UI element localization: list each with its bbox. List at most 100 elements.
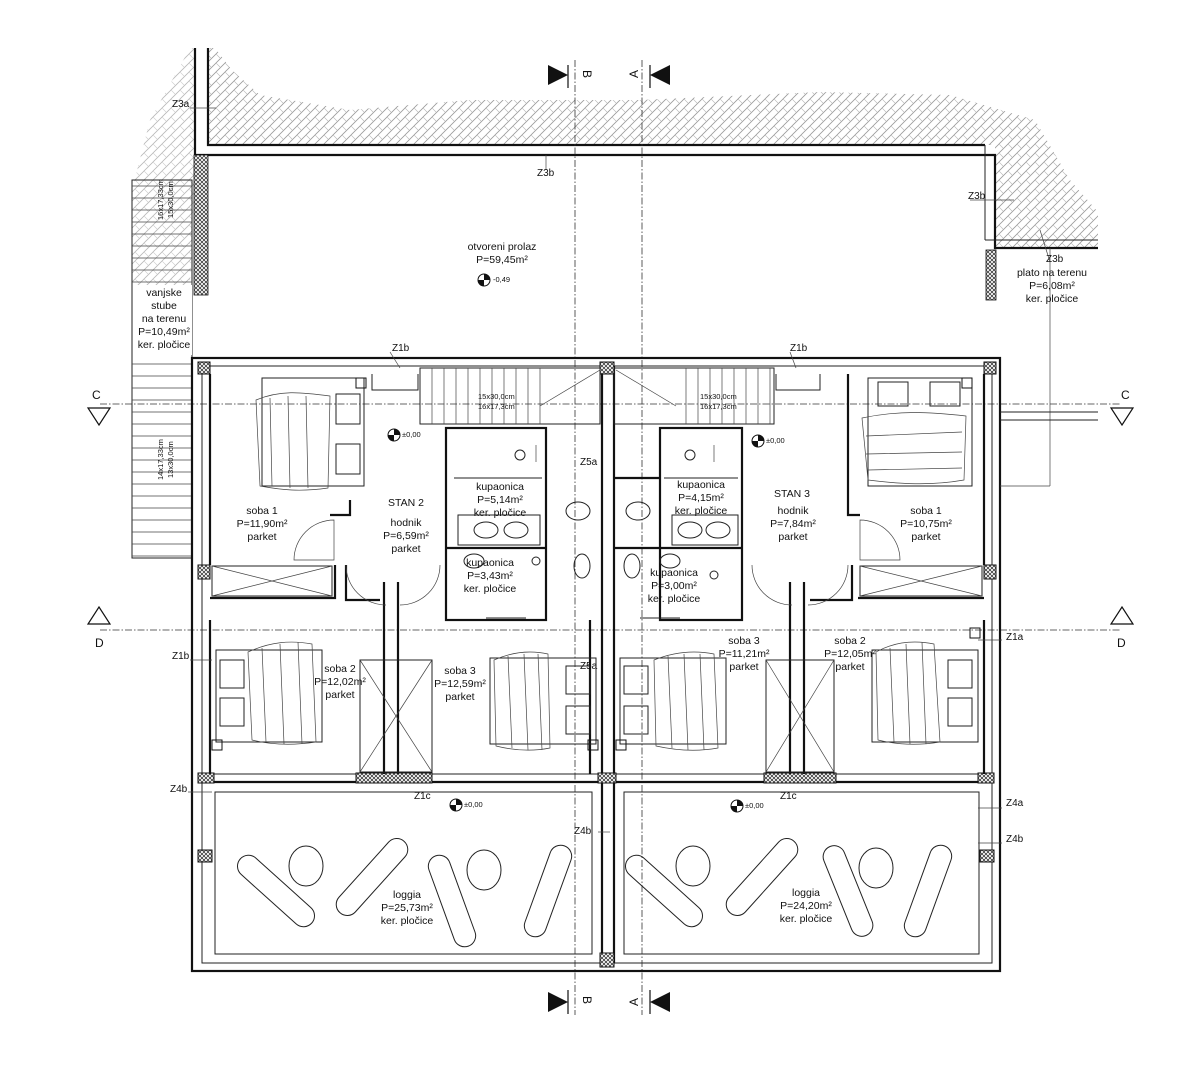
sun-lounger [822,845,874,937]
section-marker-c-left: C [86,388,112,427]
bed [615,651,727,751]
wardrobe [211,565,333,597]
bathroom-fixtures [463,445,731,619]
wardrobe [765,659,835,773]
room-name: hodnik [391,517,423,529]
wall-tag-z1c-right: Z1c [780,791,797,802]
level-loggia-left: ±0,00 [464,800,483,809]
toilet [573,553,641,579]
stairs-dim-left-lower-a: 14x17,33cm [156,439,165,480]
room-s3-kupaonica2: kupaonica P=3,00m² ker. pločice [648,567,701,605]
room-otvoreni-prolaz: otvoreni prolaz P=59,45m² [468,241,537,266]
room-area: P=12,02m² [314,676,366,688]
section-label-d-left: D [95,636,104,650]
sun-lounger [335,838,409,916]
sink [463,553,681,569]
wardrobe [859,565,983,597]
wall-tag-z5a-mid: Z5a [580,661,598,672]
room-area: P=6,08m² [1029,280,1075,292]
section-marker-a-top: A [627,65,670,88]
room-floor: parket [247,531,276,543]
level-passage: -0,49 [493,275,510,284]
room-floor: parket [911,531,940,543]
room-area: P=12,59m² [434,678,486,690]
room-s3-hodnik: hodnik P=7,84m² parket [770,505,816,543]
room-area: P=11,21m² [719,648,770,660]
room-name: hodnik [778,505,810,517]
room-name: soba 2 [324,663,356,675]
section-label-a-top: A [627,70,641,78]
room-name: soba 2 [834,635,866,647]
shower-drain [514,445,537,462]
room-s3-soba1: soba 1 P=10,75m² parket [900,505,952,543]
room-name: kupaonica [650,567,698,579]
room-floor: parket [325,689,354,701]
section-marker-a-bottom: A [627,990,670,1014]
sun-table [466,849,502,891]
section-marker-b-bottom: B [548,990,594,1014]
room-vanjske-stube: vanjske stube na terenu P=10,49m² ker. p… [138,287,191,351]
room-floor: parket [729,661,758,673]
terrain-hatch [132,48,1098,285]
room-plato: plato na terenu P=6,08m² ker. pločice [1017,267,1087,305]
retaining-wall-segment-left [193,154,209,296]
room-area: P=7,84m² [770,518,816,530]
section-label-c-right: C [1121,388,1130,402]
sun-table [288,845,324,887]
room-s2-kupaonica2: kupaonica P=3,43m² ker. pločice [464,557,517,595]
room-name: plato na terenu [1017,267,1087,279]
section-marker-d-left: D [86,605,112,650]
bed [489,651,599,751]
door-swings [293,519,901,606]
room-area: P=3,00m² [651,580,697,592]
wall-tag-z1b-stan2: Z1b [392,343,410,354]
room-labels: otvoreni prolaz P=59,45m² vanjske stube … [138,241,1087,927]
room-area: P=59,45m² [476,254,528,266]
unit-title-stan3: STAN 3 [774,488,810,500]
sun-lounger [523,844,573,938]
room-area: P=11,90m² [237,518,288,530]
room-name: kupaonica [677,479,725,491]
wall-tags: Z3a Z3b Z3b Z3b Z1b Z1b Z1b Z1a Z5a Z5a … [170,99,1064,845]
room-area: P=4,15m² [678,492,724,504]
stairs-dim-mid-left-b: 16x17,3cm [478,402,515,411]
wall-tag-z5a-top: Z5a [580,457,598,468]
stairs-dim-left-upper-a: 16x17,33cm [156,179,165,220]
sun-lounger [427,854,477,948]
level-stan3-hall: ±0,00 [766,436,785,445]
room-area: P=6,59m² [383,530,429,542]
room-s2-soba2: soba 2 P=12,02m² parket [314,663,366,701]
level-marker-stan2: ±0,00 [387,428,421,442]
bed [255,377,367,491]
interior-partitions [208,374,986,774]
sun-table [675,845,711,887]
room-name: soba 3 [728,635,760,647]
stairs-dim-mid-right-b: 16x17,3cm [700,402,737,411]
retaining-wall [193,48,1098,301]
sink [677,521,731,539]
level-loggia-right: ±0,00 [745,801,764,810]
building-outline [190,356,1002,973]
room-name-line2: stube [151,300,177,312]
level-marker-loggia-left: ±0,00 [449,798,483,812]
room-s2-hodnik: hodnik P=6,59m² parket [383,517,429,555]
loggia-furniture [237,838,953,948]
bed [871,627,981,745]
level-marker-loggia-right: ±0,00 [730,799,764,813]
room-floor: ker. pločice [464,583,517,595]
wall-tag-z4b-left: Z4b [170,784,188,795]
section-label-b-bottom: B [580,996,594,1004]
room-floor: parket [835,661,864,673]
room-area: P=5,14m² [477,494,523,506]
wall-tag-z3b-plato: Z3b [1046,254,1064,265]
sun-lounger [903,844,953,938]
room-name: soba 3 [444,665,476,677]
room-floor: ker. pločice [1026,293,1079,305]
room-s2-soba3: soba 3 P=12,59m² parket [434,665,486,703]
room-s2-soba1: soba 1 P=11,90m² parket [237,505,288,543]
wall-tag-z4b-right: Z4b [1006,834,1024,845]
wall-tag-z3a: Z3a [172,99,190,110]
stairs-dim-left-lower-b: 13x30,0cm [166,441,175,478]
room-area: P=3,43m² [467,570,513,582]
room-area: P=25,73m² [381,902,433,914]
